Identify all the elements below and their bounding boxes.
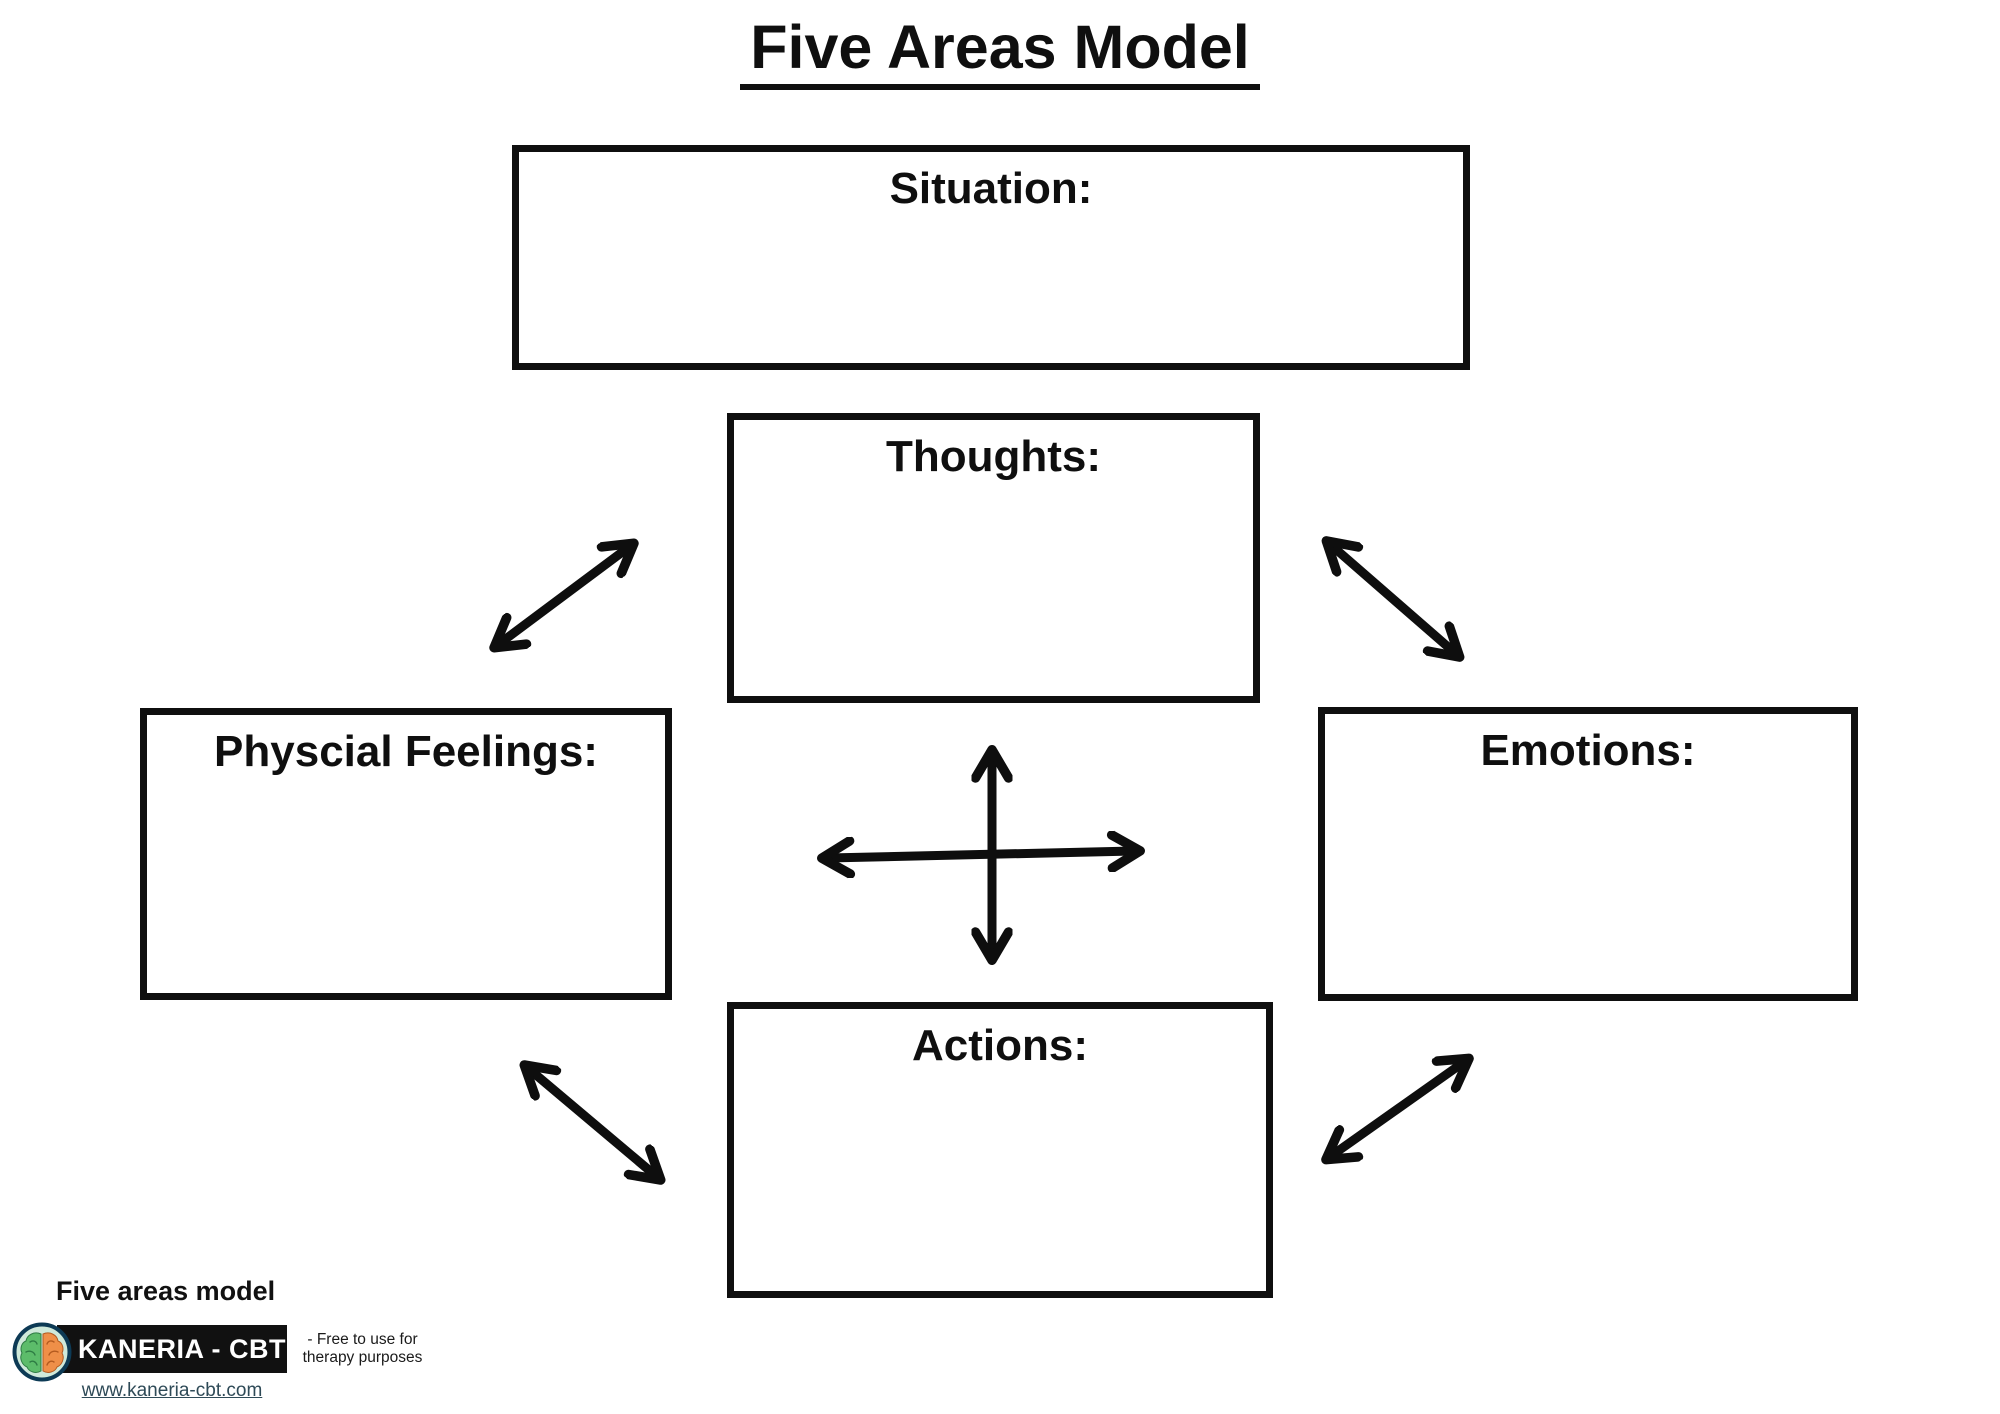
website-link[interactable]: www.kaneria-cbt.com xyxy=(81,1380,263,1401)
emotions-label: Emotions: xyxy=(1480,726,1696,775)
license-note-line2: therapy purposes xyxy=(302,1349,423,1367)
physical-feelings-box: Physcial Feelings: xyxy=(140,708,672,1000)
license-note-line1: - Free to use for xyxy=(307,1331,418,1348)
thoughts-label: Thoughts: xyxy=(885,432,1102,481)
thoughts-box: Thoughts: xyxy=(727,413,1260,703)
emotions-box: Emotions: xyxy=(1318,707,1858,1001)
actions-box: Actions: xyxy=(727,1002,1273,1298)
physical-feelings-label: Physcial Feelings: xyxy=(214,727,598,776)
feelings-emotions-double-arrow-icon xyxy=(828,851,1134,858)
brand-badge: KANERIA - CBT xyxy=(57,1325,287,1373)
actions-emotions-double-arrow-icon xyxy=(1331,1062,1464,1156)
page-title: Five Areas Model xyxy=(0,13,2000,91)
page-title-text: Five Areas Model xyxy=(740,13,1260,91)
license-note: - Free to use for therapy purposes xyxy=(295,1331,430,1368)
brand-name: KANERIA - CBT xyxy=(78,1333,286,1364)
thoughts-emotions-double-arrow-icon xyxy=(1331,545,1455,653)
situation-box: Situation: xyxy=(512,145,1470,370)
actions-label: Actions: xyxy=(912,1021,1088,1070)
situation-label: Situation: xyxy=(889,164,1093,213)
feelings-actions-double-arrow-icon xyxy=(529,1069,656,1176)
feelings-thoughts-double-arrow-icon xyxy=(499,547,629,644)
worksheet-name: Five areas model xyxy=(56,1276,276,1306)
brain-logo-icon xyxy=(12,1322,72,1382)
